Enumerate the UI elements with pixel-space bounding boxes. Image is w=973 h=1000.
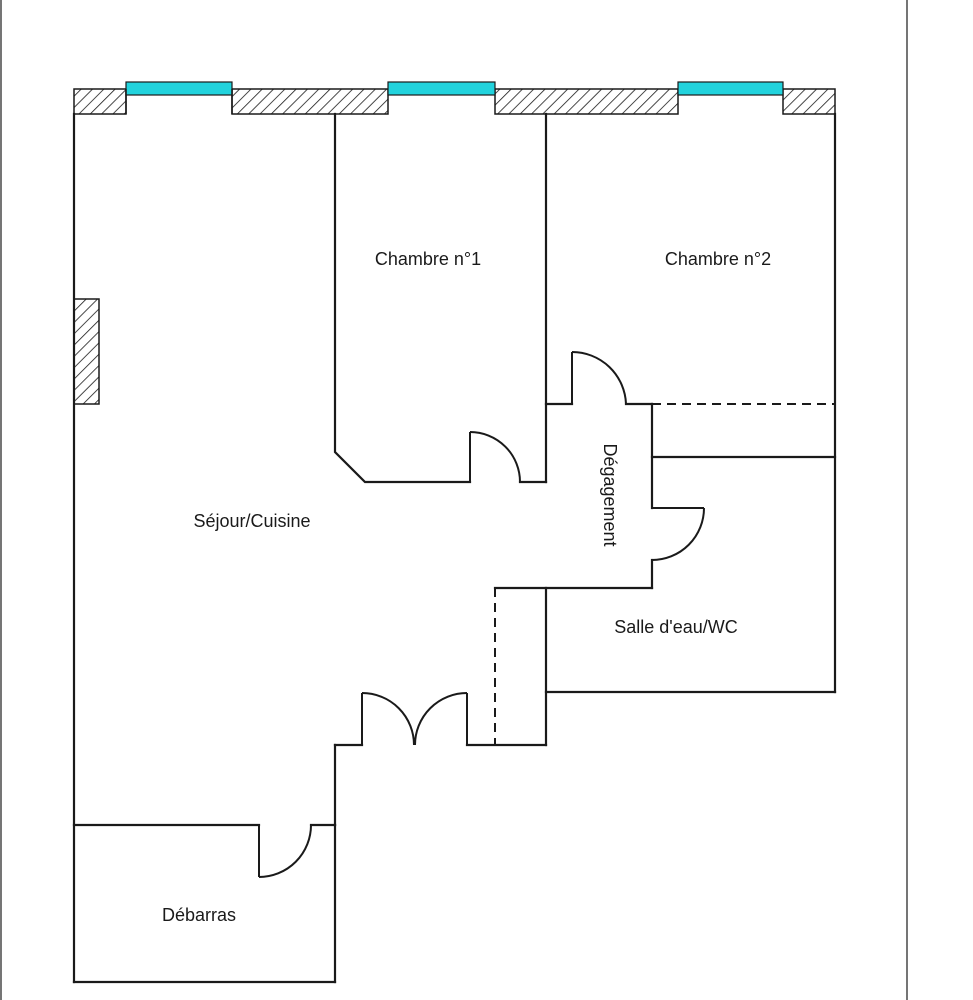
chambre1-walls [333,112,548,484]
room-label-debarras: Débarras [162,905,236,925]
wall-segment [73,88,127,115]
room-label-chambre2: Chambre n°2 [665,249,771,269]
wall-segment [73,298,100,405]
window [677,81,784,96]
window [387,81,496,96]
windows [125,81,784,114]
debarras-walls [72,823,337,878]
room-label-degagement: Dégagement [600,443,620,546]
wall-segment [782,88,836,115]
room-label-salle-eau: Salle d'eau/WC [614,617,738,637]
window [125,81,233,114]
entrance-door [333,692,548,747]
salle-eau-walls [493,586,837,747]
exterior-walls [72,112,837,984]
chambre2-walls [544,351,837,590]
wall-segment [494,88,679,115]
top-wall [73,88,836,115]
room-label-sejour: Séjour/Cuisine [193,511,310,531]
wall-segment [231,88,389,115]
room-label-chambre1: Chambre n°1 [375,249,481,269]
